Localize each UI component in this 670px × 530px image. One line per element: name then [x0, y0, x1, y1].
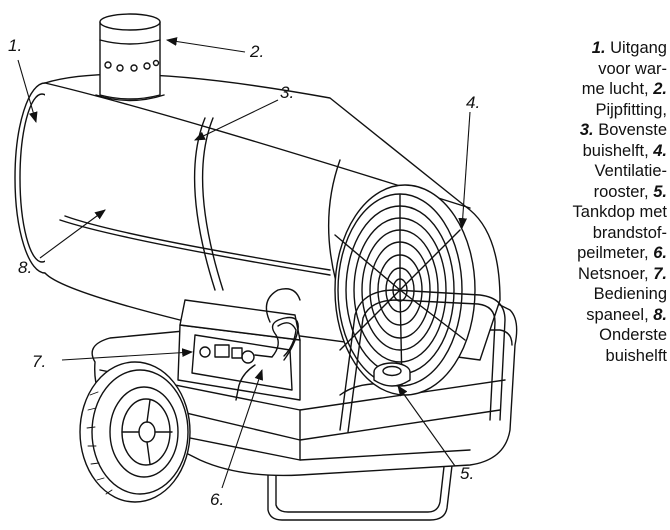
- legend-text: peilmeter,: [577, 244, 654, 262]
- leader-line-4: [458, 111, 471, 230]
- legend-line: rooster, 5.: [515, 182, 667, 203]
- legend-text: Tankdop met: [572, 203, 667, 221]
- leader-line-5: [397, 385, 456, 467]
- legend-line: peilmeter, 6.: [515, 243, 667, 264]
- legend-line: Tankdop met: [515, 202, 667, 223]
- legend-line: Pijpfitting,: [515, 100, 667, 121]
- trolley-frame: [267, 439, 456, 521]
- legend-number: 8.: [653, 305, 667, 324]
- legend-line: Onderste: [515, 325, 667, 346]
- legend-number: 1.: [591, 39, 606, 57]
- legend-line: buishelft: [515, 346, 667, 367]
- legend-line: 3. Bovenste: [515, 120, 667, 141]
- legend-text: buishelft,: [582, 141, 654, 160]
- legend-text: rooster,: [593, 182, 654, 201]
- legend-text: brandstof-: [592, 223, 667, 242]
- legend-line: Bediening: [515, 284, 667, 305]
- leader-line-6: [221, 368, 263, 489]
- legend-number: 2.: [653, 80, 667, 98]
- legend-text: Uitgang: [605, 39, 667, 57]
- leader-line-3: [194, 99, 279, 141]
- callout-2: 2.: [250, 42, 265, 61]
- tank-cap: [373, 362, 411, 387]
- legend-number: 3.: [579, 121, 594, 139]
- legend-number: 4.: [653, 141, 667, 160]
- power-cord: [235, 288, 301, 401]
- legend-text: Bediening: [593, 285, 667, 303]
- pipe-fitting: [95, 13, 165, 102]
- legend-text: Onderste: [599, 326, 667, 344]
- legend-text: Netsnoer,: [578, 264, 654, 283]
- legend-text: voor war-: [598, 59, 667, 78]
- leader-line-1: [17, 59, 38, 124]
- carry-handle: [339, 289, 506, 433]
- legend-text: spaneel,: [586, 305, 654, 324]
- legend-line: voor war-: [515, 59, 667, 80]
- legend-line: Netsnoer, 7.: [515, 264, 667, 285]
- callout-8: 8.: [18, 258, 33, 277]
- legend-line: Ventilatie-: [515, 161, 667, 182]
- legend-line: brandstof-: [515, 223, 667, 244]
- legend-number: 5.: [653, 182, 667, 201]
- legend-line: me lucht, 2.: [515, 79, 667, 100]
- leader-line-7: [61, 348, 194, 361]
- callout-7: 7.: [32, 352, 47, 371]
- legend-text: Ventilatie-: [594, 162, 667, 180]
- callout-6: 6.: [210, 490, 225, 509]
- control-panel: [177, 299, 301, 401]
- legend-text: buishelft: [605, 346, 667, 365]
- callout-1: 1.: [8, 36, 23, 55]
- legend-text: me lucht,: [581, 80, 654, 98]
- legend-line: 1. Uitgang: [515, 38, 667, 59]
- legend-number: 6.: [653, 244, 667, 262]
- leader-line-8: [39, 209, 106, 259]
- legend-text: Bovenste: [593, 121, 667, 139]
- legend-number: 7.: [653, 264, 667, 283]
- legend-line: spaneel, 8.: [515, 305, 667, 326]
- callout-3: 3.: [280, 83, 295, 102]
- legend-line: buishelft, 4.: [515, 141, 667, 162]
- callout-5: 5.: [460, 464, 475, 483]
- wheel: [79, 361, 191, 503]
- leader-line-2: [165, 37, 246, 53]
- callout-4: 4.: [466, 93, 481, 112]
- legend-text: Pijpfitting,: [595, 100, 667, 119]
